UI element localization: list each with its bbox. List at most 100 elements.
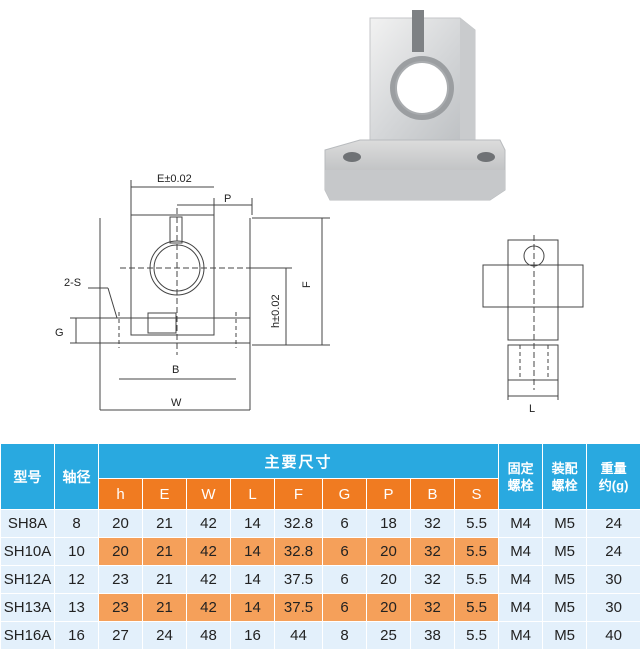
- table-cell: 5.5: [455, 510, 499, 538]
- header-assembly-bolt: 装配螺栓: [543, 444, 587, 510]
- table-cell: 12: [55, 566, 99, 594]
- table-cell: 42: [187, 566, 231, 594]
- table-cell: 20: [367, 538, 411, 566]
- subheader-b: B: [411, 479, 455, 510]
- table-cell: 20: [367, 566, 411, 594]
- table-cell: 40: [587, 622, 640, 650]
- table-cell: 14: [231, 510, 275, 538]
- table-cell: 5.5: [455, 538, 499, 566]
- table-cell: 25: [367, 622, 411, 650]
- table-cell: 6: [323, 510, 367, 538]
- dim-b-label: B: [172, 364, 179, 376]
- table-cell: M4: [499, 622, 543, 650]
- table-cell: 16: [231, 622, 275, 650]
- table-cell: 38: [411, 622, 455, 650]
- table-cell: M5: [543, 594, 587, 622]
- table-cell: 37.5: [275, 566, 323, 594]
- dim-s-label: 2-S: [64, 277, 81, 289]
- table-cell: 37.5: [275, 594, 323, 622]
- table-cell: SH13A: [1, 594, 55, 622]
- header-fix-bolt: 固定螺栓: [499, 444, 543, 510]
- table-cell: 32: [411, 538, 455, 566]
- table-cell: M5: [543, 566, 587, 594]
- technical-drawing: E±0.02 P 2-S G B W L F h±0.02: [0, 160, 640, 440]
- dim-g-label: G: [55, 327, 64, 339]
- dim-f-label: F: [301, 281, 313, 288]
- header-weight: 重量约(g): [587, 444, 640, 510]
- table-cell: 20: [99, 510, 143, 538]
- dim-h-label: h±0.02: [270, 294, 282, 328]
- subheader-e: E: [143, 479, 187, 510]
- subheader-w: W: [187, 479, 231, 510]
- table-cell: 20: [367, 594, 411, 622]
- table-cell: 21: [143, 510, 187, 538]
- table-cell: SH10A: [1, 538, 55, 566]
- dim-p-label: P: [224, 193, 231, 205]
- table-cell: 42: [187, 538, 231, 566]
- table-cell: SH16A: [1, 622, 55, 650]
- table-cell: 5.5: [455, 622, 499, 650]
- table-cell: 24: [587, 510, 640, 538]
- table-cell: 32.8: [275, 538, 323, 566]
- subheader-g: G: [323, 479, 367, 510]
- table-cell: 6: [323, 594, 367, 622]
- table-cell: SH8A: [1, 510, 55, 538]
- table-cell: 10: [55, 538, 99, 566]
- subheader-h: h: [99, 479, 143, 510]
- table-cell: SH12A: [1, 566, 55, 594]
- dim-l-label: L: [529, 403, 535, 415]
- table-cell: 44: [275, 622, 323, 650]
- table-cell: 32.8: [275, 510, 323, 538]
- table-cell: 6: [323, 538, 367, 566]
- table-cell: 14: [231, 594, 275, 622]
- table-cell: M4: [499, 594, 543, 622]
- table-cell: 32: [411, 510, 455, 538]
- table-cell: M4: [499, 510, 543, 538]
- header-main-dimensions: 主要尺寸: [99, 444, 499, 479]
- table-cell: 14: [231, 566, 275, 594]
- table-cell: 27: [99, 622, 143, 650]
- dim-e-label: E±0.02: [157, 173, 192, 185]
- dim-w-label: W: [171, 397, 182, 409]
- spec-table: 型号 轴径 主要尺寸 固定螺栓 装配螺栓 重量约(g) h E W L F G …: [0, 443, 640, 650]
- subheader-s: S: [455, 479, 499, 510]
- table-cell: 42: [187, 594, 231, 622]
- table-cell: 48: [187, 622, 231, 650]
- table-cell: 20: [99, 538, 143, 566]
- table-cell: 16: [55, 622, 99, 650]
- table-cell: 8: [55, 510, 99, 538]
- subheader-p: P: [367, 479, 411, 510]
- table-cell: M4: [499, 566, 543, 594]
- table-cell: 23: [99, 594, 143, 622]
- header-model: 型号: [1, 444, 55, 510]
- table-cell: 18: [367, 510, 411, 538]
- table-cell: 23: [99, 566, 143, 594]
- table-cell: 24: [143, 622, 187, 650]
- table-cell: 21: [143, 566, 187, 594]
- subheader-f: F: [275, 479, 323, 510]
- header-shaft: 轴径: [55, 444, 99, 510]
- table-cell: 5.5: [455, 566, 499, 594]
- subheader-l: L: [231, 479, 275, 510]
- table-cell: 32: [411, 594, 455, 622]
- table-cell: 8: [323, 622, 367, 650]
- table-cell: 13: [55, 594, 99, 622]
- table-cell: 21: [143, 594, 187, 622]
- table-cell: M5: [543, 538, 587, 566]
- table-cell: 5.5: [455, 594, 499, 622]
- table-cell: 30: [587, 566, 640, 594]
- table-cell: M5: [543, 510, 587, 538]
- table-cell: 30: [587, 594, 640, 622]
- table-cell: 42: [187, 510, 231, 538]
- table-cell: 32: [411, 566, 455, 594]
- table-cell: M5: [543, 622, 587, 650]
- table-cell: 6: [323, 566, 367, 594]
- table-cell: 21: [143, 538, 187, 566]
- table-cell: 24: [587, 538, 640, 566]
